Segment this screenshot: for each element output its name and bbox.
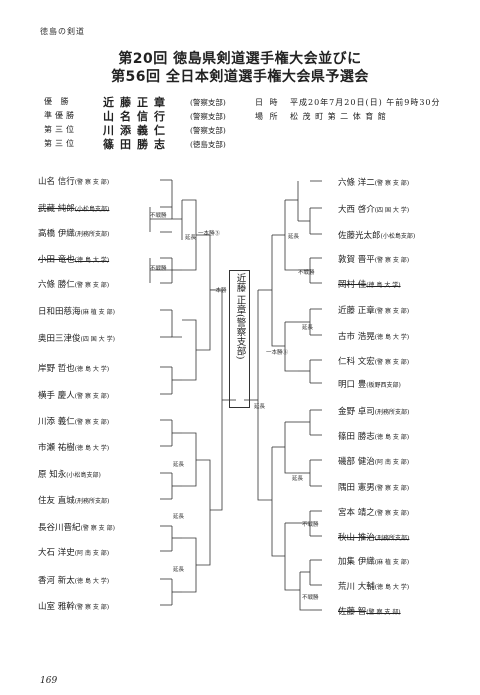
right-player: 宮本 靖之(警 察 支 部) xyxy=(338,508,410,518)
left-player: 六條 勝仁(警 察 支 部) xyxy=(38,280,110,290)
left-player: 日和田慈海(麻 植 支 部) xyxy=(38,307,115,317)
ippon-note: 一本勝⑤ xyxy=(266,350,289,356)
fusen-note: 不戦勝 xyxy=(298,270,315,276)
left-player: 武藏 純郎(小松島支部) xyxy=(38,204,110,214)
left-player: 岸野 哲也(徳 島 大 学) xyxy=(38,364,110,374)
fusen-note: 不戦勝 xyxy=(150,213,167,219)
right-player: 佐藤光太郎(小松島支部) xyxy=(338,231,416,241)
result-label: 優 勝 xyxy=(44,97,72,106)
result-org: (徳島支部) xyxy=(190,140,226,149)
date-value: 平成20年7月20日(日) 午前9時30分 xyxy=(290,98,441,107)
left-player: 香河 新太(徳 島 大 学) xyxy=(38,576,110,586)
left-player: 住友 直城(刑務所支部) xyxy=(38,496,110,506)
page-number: 169 xyxy=(40,676,58,686)
ippon-note: 一本勝③ xyxy=(198,231,221,237)
date-label: 日 時 xyxy=(255,98,280,107)
champion-box: 近藤 正章(警察支部) xyxy=(229,270,250,408)
fusen-note: 不戦勝 xyxy=(302,595,319,601)
result-org: (警察支部) xyxy=(190,126,226,135)
right-player: 加集 伊織(麻 植 支 部) xyxy=(338,557,410,567)
right-player: 佐藤 智(警 察 支 部) xyxy=(338,607,401,617)
right-player: 仁科 文宏(警 察 支 部) xyxy=(338,357,410,367)
encho-note: 延長 xyxy=(302,325,314,331)
fusen-note: 不戦勝 xyxy=(150,266,167,272)
venue-label: 場 所 xyxy=(255,112,280,121)
right-player: 近藤 正章(警 察 支 部) xyxy=(338,306,410,316)
right-player: 篠田 勝志(徳 島 支 部) xyxy=(338,432,410,442)
encho-note: 延長 xyxy=(254,404,266,410)
result-label: 準優勝 xyxy=(44,111,77,120)
result-label: 第三位 xyxy=(44,139,77,148)
left-player: 川添 義仁(警 察 支 部) xyxy=(38,417,110,427)
fusen-note: 不戦勝 xyxy=(302,522,319,528)
result-org: (警察支部) xyxy=(190,98,226,107)
right-player: 岡村 佳(徳 島 大 学) xyxy=(338,280,401,290)
left-player: 山室 雅幹(警 察 支 部) xyxy=(38,602,110,612)
right-player: 金野 卓司(刑務所支部) xyxy=(338,407,410,417)
encho-note: 延長 xyxy=(173,462,185,468)
right-player: 秋山 推治(刑務所支部) xyxy=(338,533,410,543)
ippon-note: 一本勝 xyxy=(210,288,227,294)
right-player: 古市 浩晃(徳 島 大 学) xyxy=(338,332,410,342)
left-player: 高橋 伊織(刑務所支部) xyxy=(38,229,110,239)
encho-note: 延長 xyxy=(173,567,185,573)
encho-note: 延長 xyxy=(292,476,304,482)
venue-value: 松 茂 町 第 二 体 育 館 xyxy=(290,112,387,121)
left-player: 原 知永(小松島支部) xyxy=(38,470,101,480)
result-label: 第三位 xyxy=(44,125,77,134)
title-line-1: 第20回 徳島県剣道選手権大会並びに xyxy=(118,51,362,67)
result-name: 近藤正章 xyxy=(103,96,171,109)
left-player: 小田 竜也(徳 島 大 学) xyxy=(38,255,110,265)
left-player: 大石 洋史(阿 南 支 部) xyxy=(38,548,110,558)
right-player: 敦賀 晋平(警 察 支 部) xyxy=(338,255,410,265)
right-player: 荒川 大輔(徳 島 大 学) xyxy=(338,582,410,592)
left-player: 市瀬 祐樹(徳 島 大 学) xyxy=(38,443,110,453)
right-player: 明口 豊(板野西支部) xyxy=(338,380,401,390)
right-player: 磯部 健治(阿 南 支 部) xyxy=(338,457,410,467)
encho-note: 延長 xyxy=(288,234,300,240)
left-player: 横手 慶人(警 察 支 部) xyxy=(38,391,110,401)
result-name: 篠田勝志 xyxy=(103,138,171,151)
left-player: 奥田三津俊(四 国 大 学) xyxy=(38,334,115,344)
right-player: 六條 洋二(警 察 支 部) xyxy=(338,178,410,188)
title-line-2: 第56回 全日本剣道選手権大会県予選会 xyxy=(111,69,369,85)
right-player: 大西 啓介(四 国 大 学) xyxy=(338,205,410,215)
encho-note: 延長 xyxy=(185,235,197,241)
result-name: 山名信行 xyxy=(103,110,171,123)
result-org: (警察支部) xyxy=(190,112,226,121)
result-name: 川添義仁 xyxy=(103,124,171,137)
page-header: 徳島の剣道 xyxy=(40,27,85,36)
left-player: 山名 信行(警 察 支 部) xyxy=(38,177,110,187)
left-player: 長谷川晋紀(警 察 支 部) xyxy=(38,523,115,533)
right-player: 隅田 憲男(警 察 支 部) xyxy=(338,483,410,493)
encho-note: 延長 xyxy=(173,514,185,520)
